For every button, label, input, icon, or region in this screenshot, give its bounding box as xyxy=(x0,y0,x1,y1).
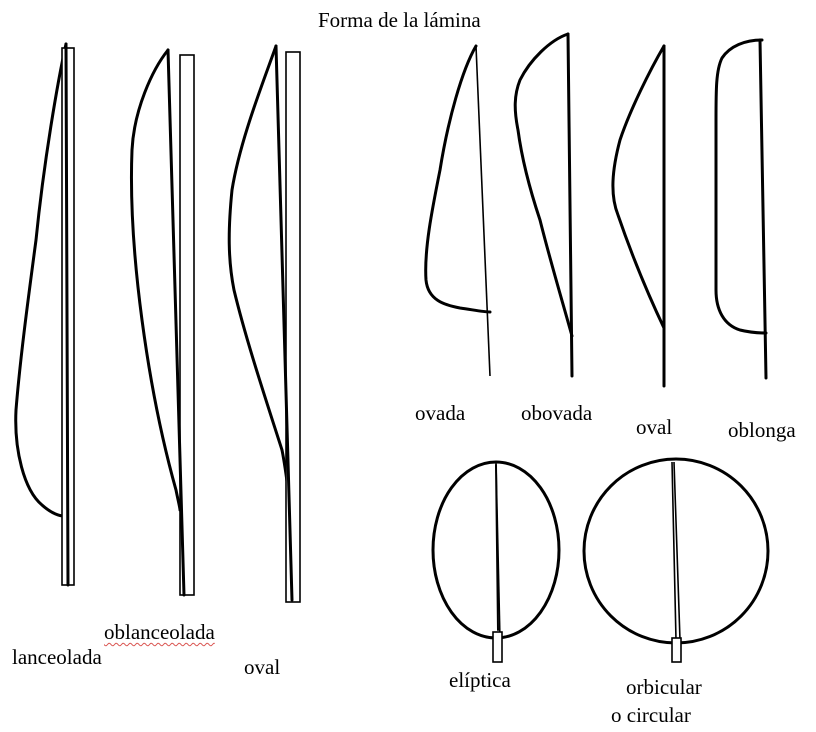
label-obovada: obovada xyxy=(521,403,592,424)
leaf-orbicular xyxy=(584,459,768,662)
leaf-oblonga xyxy=(716,40,766,378)
label-eliptica: elíptica xyxy=(449,670,511,691)
diagram-title: Forma de la lámina xyxy=(318,10,481,31)
label-oblanceolada: oblanceolada xyxy=(104,622,215,643)
label-oval-right: oval xyxy=(636,417,672,438)
label-ovada: ovada xyxy=(415,403,465,424)
label-lanceolada: lanceolada xyxy=(12,647,102,668)
leaf-oblanceolada xyxy=(131,50,194,595)
label-orbicular-line2: o circular xyxy=(611,705,691,726)
leaf-eliptica xyxy=(433,462,559,662)
label-oblonga: oblonga xyxy=(728,420,796,441)
label-orbicular-line1: orbicular xyxy=(626,677,702,698)
leaf-oval-right xyxy=(613,46,664,386)
leaf-ovada xyxy=(426,46,490,376)
label-oval-left: oval xyxy=(244,657,280,678)
leaf-obovada xyxy=(515,34,572,376)
leaf-lanceolada xyxy=(16,44,74,585)
leaf-oval-left xyxy=(229,46,300,602)
